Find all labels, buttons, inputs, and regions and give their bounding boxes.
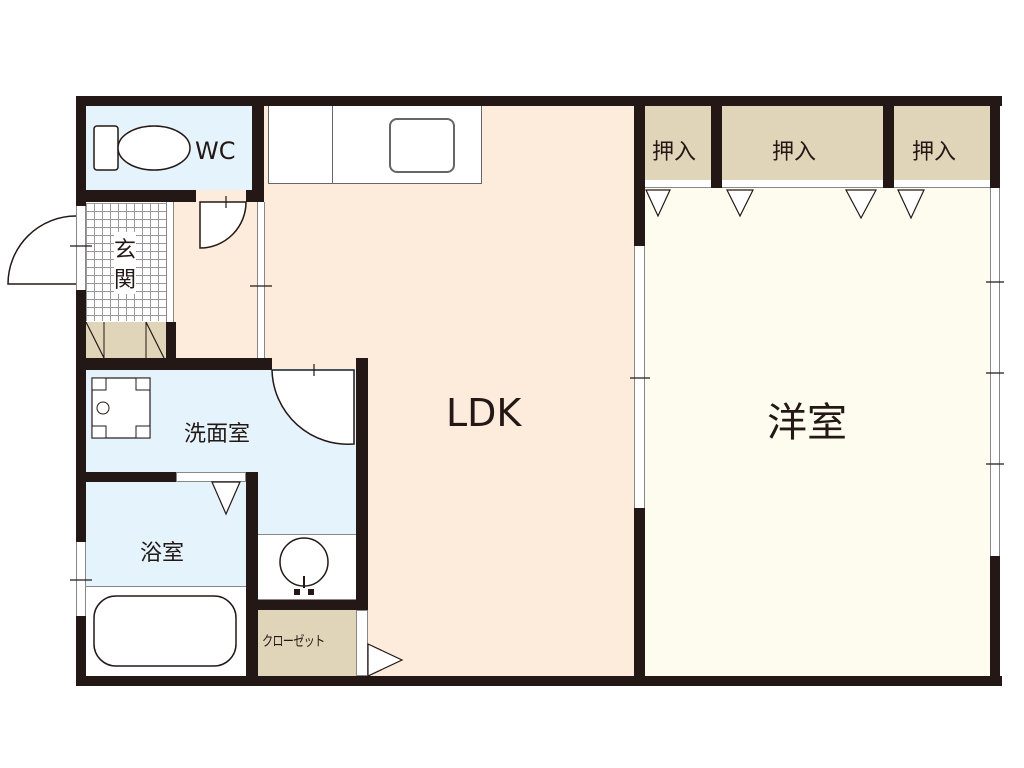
oshiire-divider-1: [711, 96, 722, 188]
genkan-label-2: 関: [114, 262, 137, 294]
closet-floor: [258, 610, 356, 676]
closet-wall-top: [246, 600, 368, 610]
window-bathroom-left[interactable]: [76, 542, 86, 616]
oshiire-3-label: 押入: [912, 140, 957, 165]
washroom-door-swing-icon: [271, 369, 355, 445]
oshiire-divider-2: [883, 96, 894, 188]
kitchen-sink-icon: [389, 118, 455, 173]
closet-door-strip[interactable]: [356, 610, 368, 676]
oshiire-1-floor: [645, 106, 711, 182]
window-western-right[interactable]: [990, 188, 1000, 556]
wc-wall-bottom: [76, 190, 196, 202]
western-room-floor: [645, 186, 993, 676]
outer-wall-right-bottom: [990, 556, 1000, 686]
outer-wall-left-bottom: [76, 616, 86, 686]
outer-wall-bottom: [76, 676, 1002, 686]
washroom-label: 洗面室: [184, 422, 251, 447]
oshiire-door-strip: [645, 180, 990, 188]
bathroom-door-strip[interactable]: [176, 472, 246, 482]
sliding-door-ldk-hall[interactable]: [257, 202, 265, 358]
genkan-label-1: 玄: [114, 232, 137, 264]
outer-wall-left-mid: [76, 290, 86, 542]
partition-wall-top: [634, 96, 645, 246]
washroom-wall-top: [76, 358, 272, 370]
bathroom-wall-top: [76, 472, 176, 482]
oshiire-2-floor: [722, 106, 883, 182]
genkan-step-wall: [166, 322, 176, 368]
kitchen-counter-divider: [332, 106, 333, 184]
outer-wall-right-top: [990, 96, 1000, 188]
wc-door-swing-icon: [199, 201, 247, 249]
bathtub-icon: [93, 595, 237, 667]
partition-wall-bottom: [634, 508, 645, 686]
bathroom-label: 浴室: [140, 541, 185, 566]
genkan-step-edge: [166, 202, 174, 322]
oshiire-2-label: 押入: [772, 140, 817, 165]
outer-wall-left-top: [76, 96, 86, 206]
oshiire-1-label: 押入: [652, 140, 697, 165]
western-room-label: 洋室: [767, 400, 847, 446]
wc-wall-right: [252, 96, 264, 202]
washroom-floor-lower: [258, 472, 356, 534]
window-entrance-left[interactable]: [76, 206, 86, 290]
entrance-door-swing-icon: [7, 215, 77, 285]
toilet-tank-icon: [93, 125, 119, 171]
shoe-storage: [86, 322, 166, 358]
wc-label: WC: [195, 137, 236, 165]
toilet-bowl-icon: [117, 125, 191, 171]
oshiire-3-floor: [894, 106, 990, 182]
wc-wall-bottom-right: [246, 190, 264, 202]
outer-wall-top: [76, 96, 1002, 106]
washroom-wall-right: [356, 358, 368, 628]
ldk-label: LDK: [446, 391, 522, 435]
bathroom-wall-right: [246, 472, 258, 686]
sliding-door-partition[interactable]: [634, 246, 645, 508]
closet-label: クローゼット: [262, 634, 325, 650]
